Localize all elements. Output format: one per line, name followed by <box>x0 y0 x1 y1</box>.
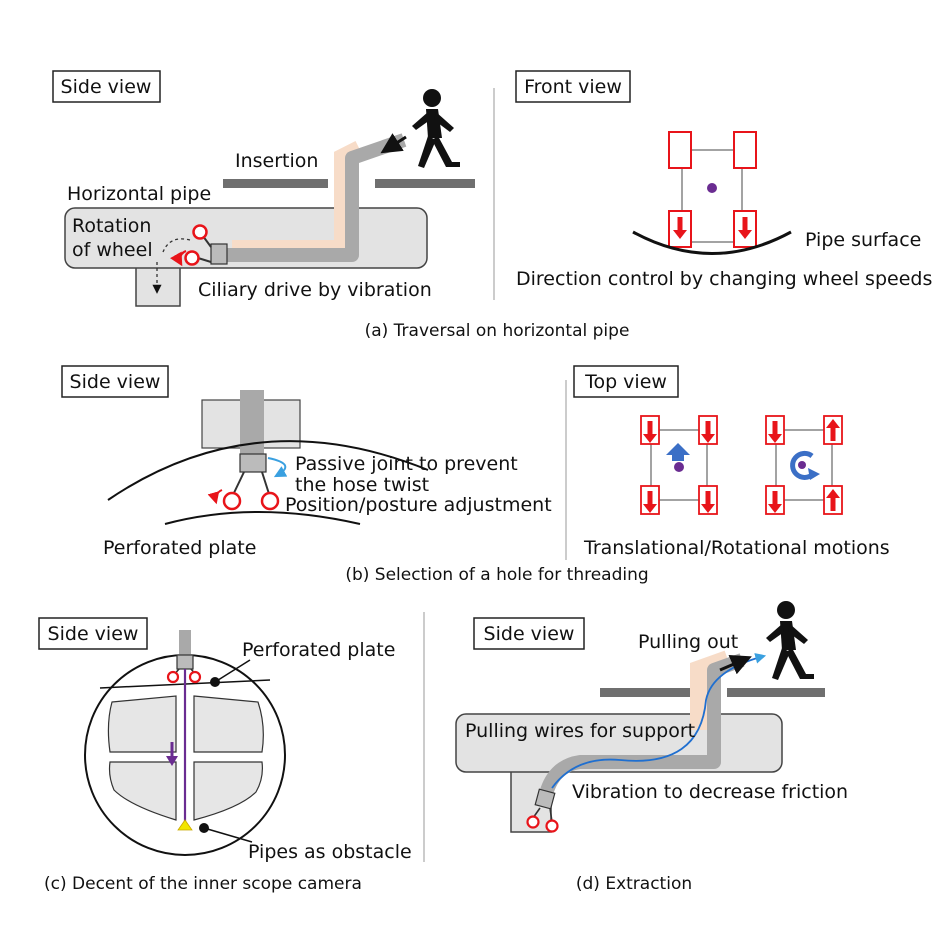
panel-d: Side view Pulling out Pulling wires for … <box>455 601 848 833</box>
robot-frame <box>681 149 743 243</box>
pull-arrow-icon <box>719 654 752 675</box>
pulling-wire <box>551 653 767 789</box>
panel-c-side-view-label: Side view <box>48 623 139 645</box>
ciliary-label: Ciliary drive by vibration <box>198 279 432 301</box>
direction-control-label: Direction control by changing wheel spee… <box>516 268 932 290</box>
wheel-icon <box>192 224 208 240</box>
camera-icon <box>177 819 193 831</box>
perforated-plate-label: Perforated plate <box>103 537 256 559</box>
wheel-icon <box>166 670 180 684</box>
descent-arrow-icon <box>166 756 178 766</box>
pipe-surface-curve <box>632 230 792 255</box>
hose-d <box>538 653 745 800</box>
panel-a-front-view: Front view Pipe surface Direction contro… <box>515 70 932 290</box>
wheel-icon <box>526 815 540 829</box>
walking-person-icon <box>766 601 814 680</box>
perforated-plate-arc <box>107 440 429 501</box>
panel-c: Side view Perforated plate Pipes as obst… <box>38 617 412 863</box>
passive-joint-label-1: Passive joint to prevent <box>295 453 518 475</box>
panel-b-top-view-label: Top view <box>584 371 667 393</box>
wheel-icon <box>260 491 280 511</box>
translate-arrow-icon <box>666 443 690 461</box>
pipe-surface-label: Pipe surface <box>805 229 921 251</box>
caption-a: (a) Traversal on horizontal pipe <box>365 321 630 341</box>
panel-b-top-view: Top view Translational/Rotational motion… <box>573 365 890 559</box>
robot-head <box>210 243 228 265</box>
passive-joint <box>239 453 267 473</box>
hose-c <box>179 630 191 658</box>
panel-a-side-view: Side view Insertion Horizontal pipe Rota… <box>52 70 475 307</box>
panel-a-side-view-label: Side view <box>61 76 152 98</box>
robot-frame-rotate <box>775 429 833 501</box>
passive-joint-label-2: the hose twist <box>295 474 429 496</box>
panel-b-side-view: Side view Passive joint to prevent the h… <box>61 365 552 559</box>
hose <box>225 133 407 262</box>
caption-b: (b) Selection of a hole for threading <box>345 565 648 585</box>
robot-frame-translate <box>650 429 708 501</box>
obstacle-pipe <box>108 761 177 821</box>
twist-arrow-icon <box>267 457 288 478</box>
horizontal-pipe-label: Horizontal pipe <box>67 183 211 205</box>
translational-label: Translational/Rotational motions <box>583 537 890 559</box>
vibration-label: Vibration to decrease friction <box>572 781 848 803</box>
rotation-arrow-icon <box>170 249 187 267</box>
floor-slab-left-d <box>600 688 700 697</box>
rotation-label-1: Rotation <box>72 215 151 237</box>
obstacle-pipe <box>107 695 177 753</box>
floor-slab-right <box>375 179 475 188</box>
caption-c: (c) Decent of the inner scope camera <box>44 874 362 894</box>
floor-slab-right-d <box>727 688 825 697</box>
perforated-plate-label-c: Perforated plate <box>242 639 395 661</box>
panel-a-front-view-label: Front view <box>524 76 622 98</box>
wheel-icon <box>184 250 200 266</box>
panel-d-side-view-label: Side view <box>484 623 575 645</box>
wheel-icon <box>222 491 242 511</box>
pipes-obstacle-label: Pipes as obstacle <box>248 841 412 863</box>
pulling-wires-label: Pulling wires for support <box>465 720 695 742</box>
rotation-label-2: of wheel <box>72 239 153 261</box>
lower-plate-arc <box>164 511 361 525</box>
insertion-label: Insertion <box>235 150 318 172</box>
insertion-arrow-icon <box>380 133 407 154</box>
hose-b <box>240 390 264 456</box>
panel-b-side-view-label: Side view <box>70 371 161 393</box>
wheel-icon <box>188 670 202 684</box>
position-adjustment-label: Position/posture adjustment <box>285 494 552 516</box>
wheel-icon <box>545 819 559 833</box>
obstacle-pipe <box>193 695 264 753</box>
rotate-arrow-icon <box>790 450 815 480</box>
center-dot <box>707 183 717 193</box>
walking-person-icon <box>412 89 460 168</box>
vertical-pipe-stub <box>135 265 181 307</box>
obstacle-pipe <box>193 761 263 821</box>
caption-d: (d) Extraction <box>576 874 692 894</box>
rotation-arrow-icon <box>207 489 223 505</box>
floor-slab-left <box>223 179 328 188</box>
pulling-out-label: Pulling out <box>638 631 738 653</box>
